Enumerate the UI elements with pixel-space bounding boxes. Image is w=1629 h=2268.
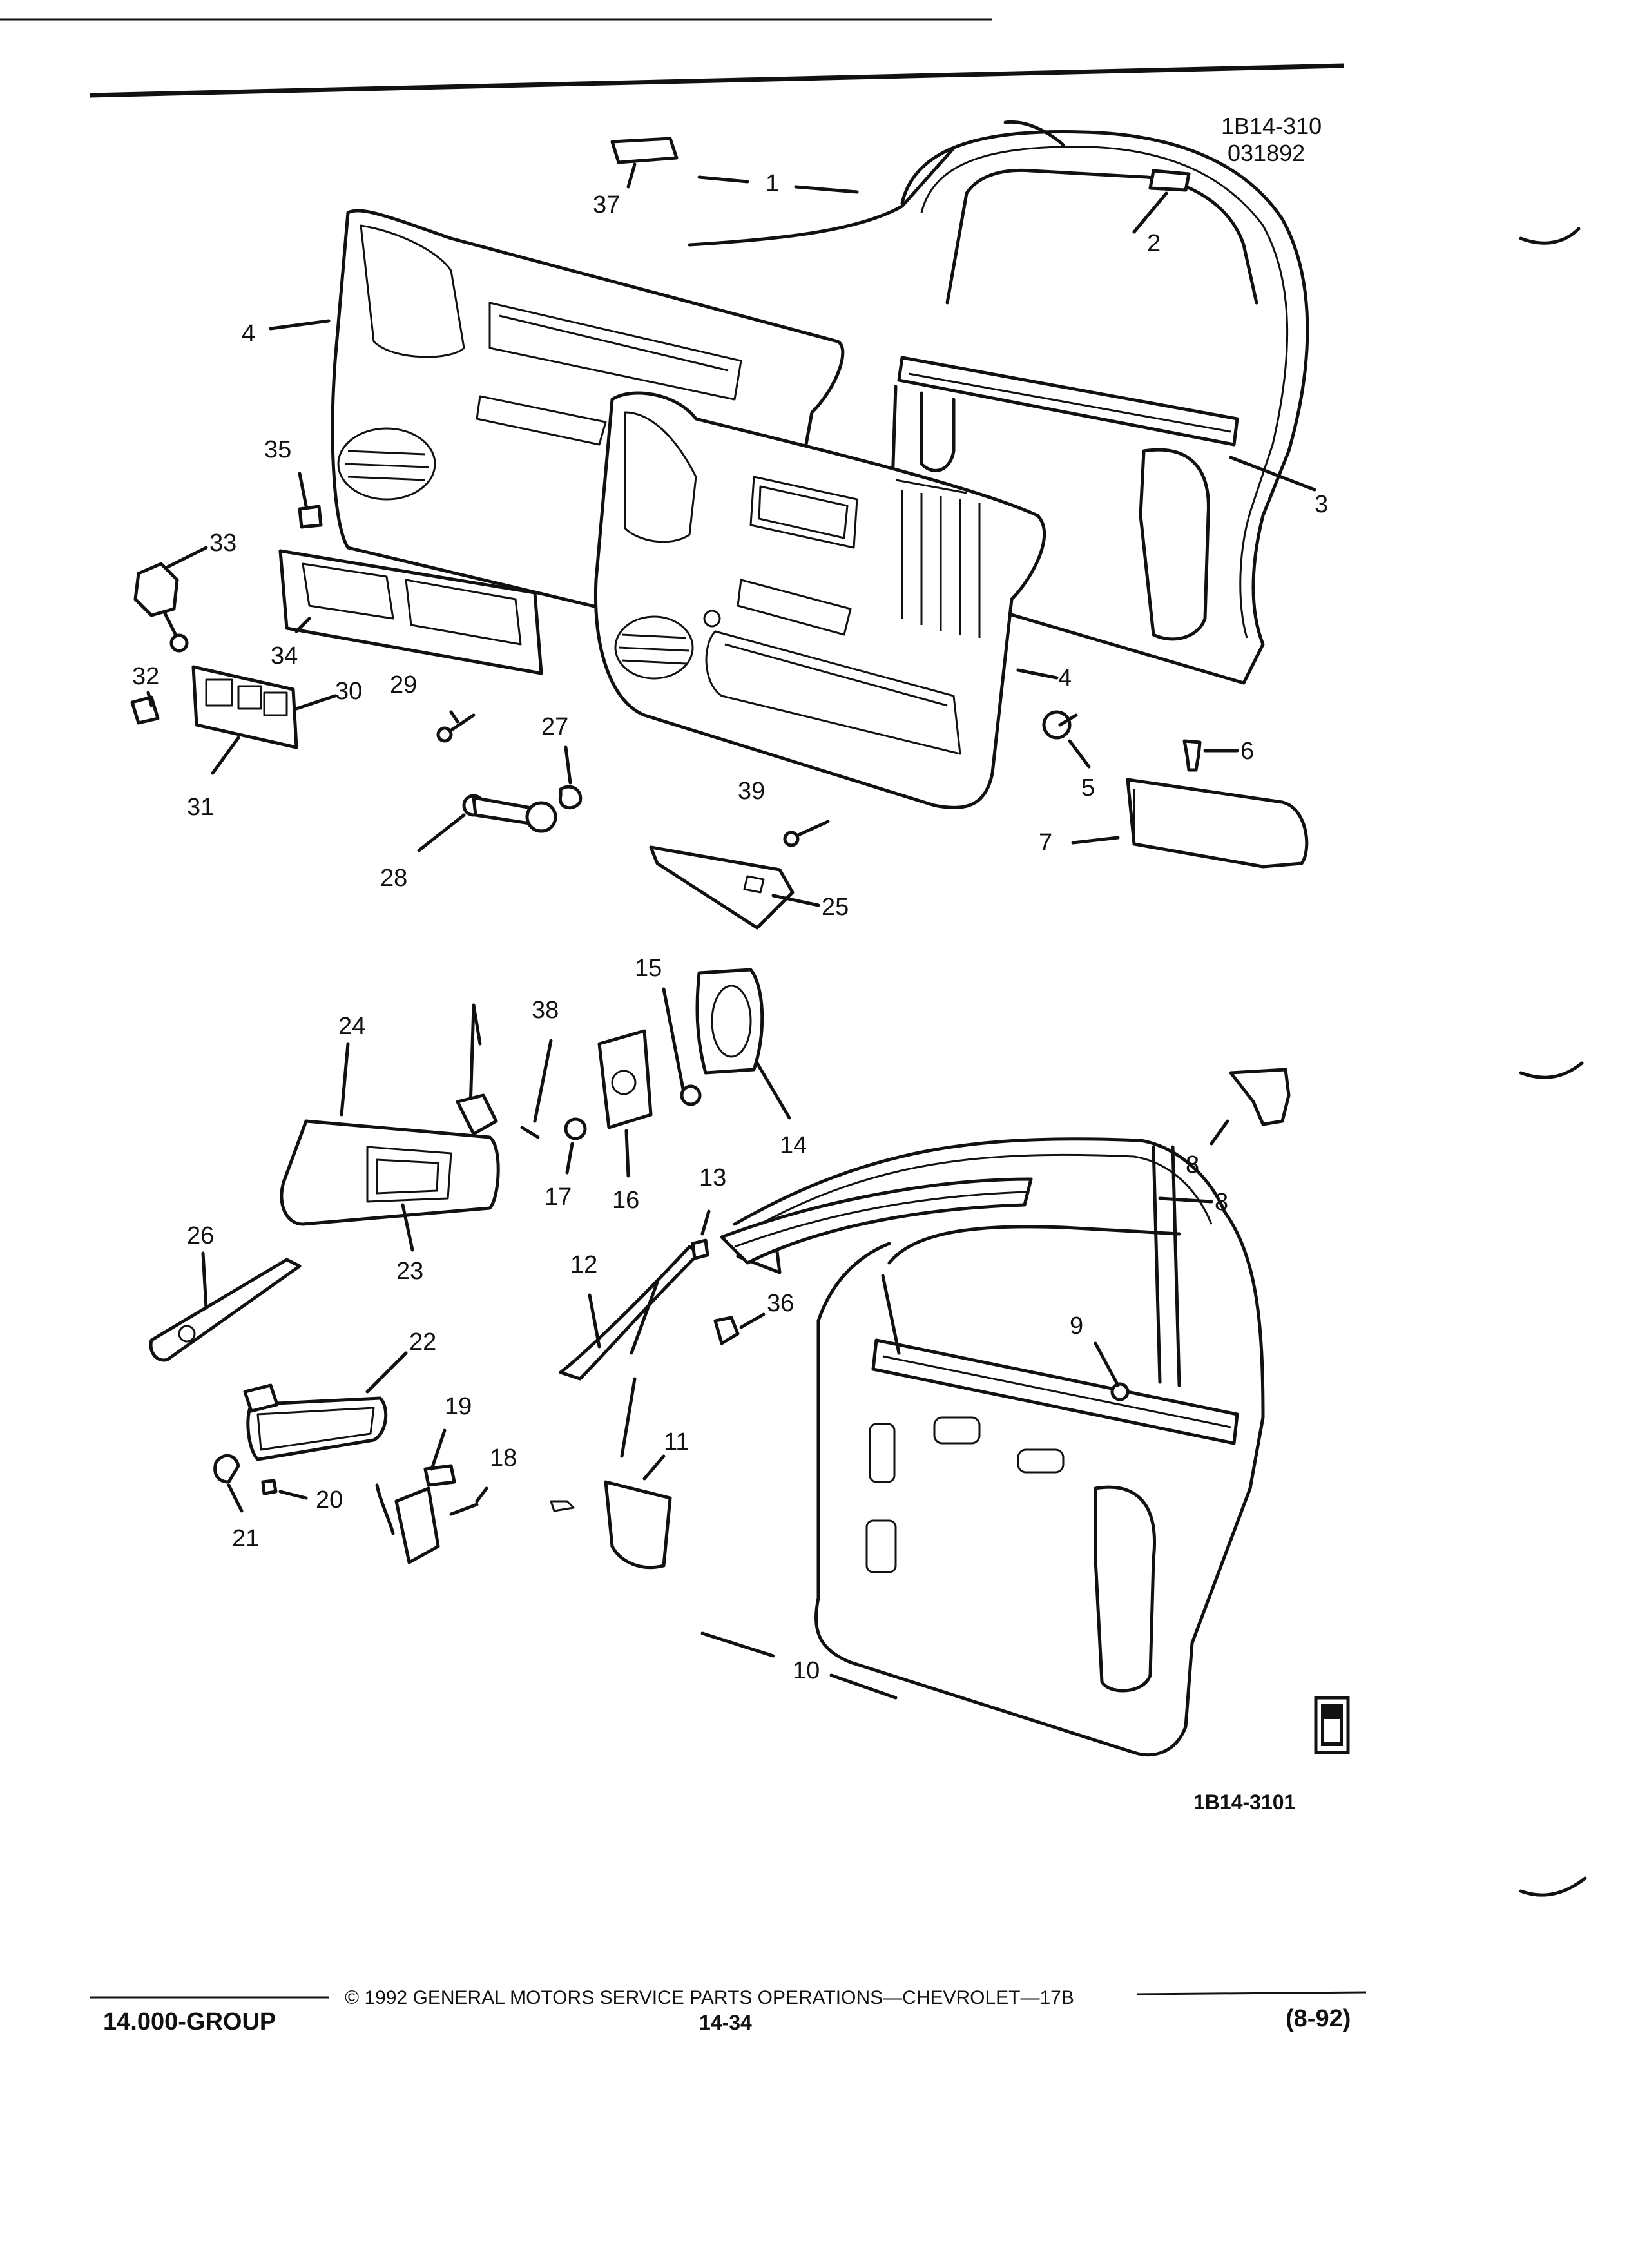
callout-label: 6 — [1240, 738, 1254, 765]
mirror-part — [243, 1383, 388, 1461]
bracket-part — [610, 137, 679, 164]
clip-part — [213, 1454, 240, 1484]
callout-label: 2 — [1147, 230, 1161, 257]
water-deflector-part — [550, 1480, 672, 1570]
callout-label: 18 — [490, 1445, 517, 1472]
figure-code: 1B14-3101 — [1193, 1791, 1295, 1814]
callout-label: 19 — [445, 1393, 472, 1420]
callout-label: 29 — [390, 671, 417, 698]
callout-label: 39 — [738, 778, 765, 805]
screw-part — [564, 1117, 587, 1140]
callout-label: 32 — [132, 663, 159, 690]
callout-label: 3 — [1315, 491, 1328, 518]
sunshade-part — [280, 1003, 500, 1226]
speaker-grille-front — [614, 615, 694, 680]
door-outer-frame-upper — [688, 120, 1309, 685]
group-label: 14.000-GROUP — [103, 2008, 276, 2035]
header-rule — [90, 63, 1344, 98]
retainer-part — [298, 505, 323, 529]
margin-mark — [1519, 1876, 1587, 1897]
screw-part — [1110, 1382, 1130, 1401]
callout-label: 27 — [541, 713, 568, 740]
callout-label: 5 — [1081, 774, 1095, 802]
callout-label: 35 — [264, 436, 291, 463]
screw-part — [680, 1084, 702, 1106]
window-channel-part — [720, 1177, 1033, 1265]
callout-label: 10 — [793, 1657, 820, 1684]
callout-label: 14 — [780, 1132, 807, 1159]
clip-part — [691, 1238, 709, 1260]
speaker-part — [695, 968, 764, 1075]
callout-label: 7 — [1039, 829, 1052, 856]
callout-label: 17 — [545, 1184, 572, 1211]
callout-label: 36 — [767, 1290, 794, 1317]
window-switch-part — [191, 665, 298, 749]
callout-label: 11 — [664, 1428, 689, 1456]
margin-mark — [1519, 227, 1581, 245]
callout-label: 13 — [699, 1164, 726, 1191]
ref-code: 1B14-310 — [1221, 113, 1322, 139]
lock-knob-part — [133, 562, 179, 617]
screw-part — [520, 1126, 540, 1139]
callout-label: 9 — [1070, 1312, 1083, 1340]
callout-label: 28 — [380, 865, 407, 892]
handle-part — [1229, 1068, 1291, 1126]
callout-label: 26 — [187, 1222, 214, 1249]
callout-label: 1 — [766, 170, 779, 197]
callout-label: 31 — [187, 794, 214, 821]
ref-date: 031892 — [1228, 140, 1305, 166]
clip-part — [1148, 169, 1191, 192]
footer-rule-right — [1137, 1991, 1367, 1995]
callout-label: 15 — [635, 955, 662, 982]
callout-label: 22 — [409, 1329, 436, 1356]
door-trim-panel-front — [593, 391, 1046, 809]
screw-part — [791, 820, 830, 840]
pin-part — [1182, 739, 1202, 772]
switch-bezel-part — [278, 549, 543, 675]
callout-label: 37 — [593, 191, 620, 218]
revision-code: (8-92) — [1286, 2005, 1351, 2032]
callout-label: 8 — [1215, 1189, 1228, 1216]
speaker-grille-back — [337, 427, 436, 501]
callout-label: 24 — [338, 1013, 365, 1040]
page-number: 14-34 — [699, 2011, 752, 2034]
screw-part — [130, 695, 160, 725]
callout-label: 16 — [612, 1187, 639, 1214]
callout-label: 21 — [232, 1525, 259, 1552]
gm-spo-logo — [1314, 1696, 1350, 1754]
margin-mark — [1519, 1061, 1584, 1079]
clip-part — [713, 1316, 740, 1345]
screw-part — [449, 1503, 479, 1516]
armrest-part — [1126, 778, 1309, 869]
callout-label: 34 — [271, 642, 298, 669]
callout-label: 33 — [209, 530, 236, 557]
window-crank-part — [462, 794, 557, 833]
support-rod-part — [149, 1258, 302, 1362]
callout-label: 20 — [316, 1486, 343, 1514]
callout-label: 23 — [396, 1258, 423, 1285]
clip-part — [558, 785, 583, 810]
pull-cup-part — [649, 845, 795, 930]
callout-label: 8 — [1186, 1151, 1199, 1178]
callout-label: 4 — [242, 320, 255, 347]
copyright-text: © 1992 GENERAL MOTORS SERVICE PARTS OPER… — [345, 1987, 1074, 2008]
callout-label: 38 — [532, 997, 559, 1024]
screw-part — [261, 1479, 278, 1495]
push-pin-part — [1042, 710, 1072, 740]
speaker-mount-part — [597, 1029, 653, 1129]
callout-label: 4 — [1058, 665, 1072, 692]
callout-label: 30 — [335, 678, 362, 705]
latch-bracket-part — [375, 1464, 456, 1564]
callout-label: 12 — [570, 1251, 597, 1278]
callout-label: 25 — [822, 894, 849, 921]
